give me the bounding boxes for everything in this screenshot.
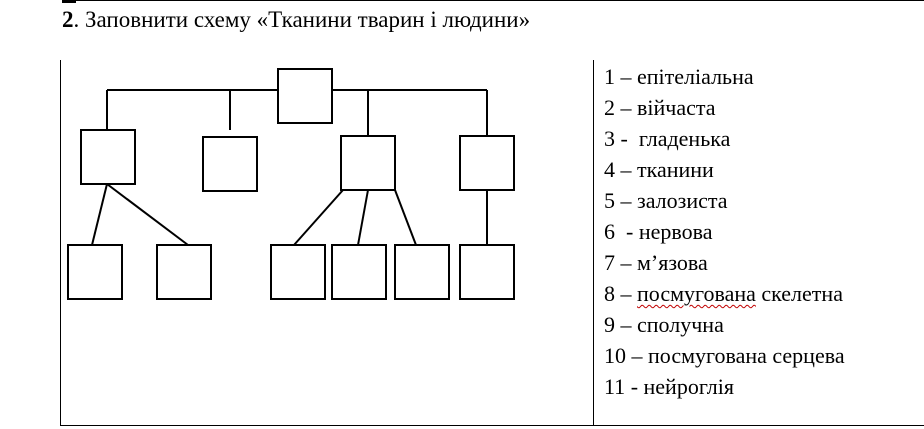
- legend-label-misspelled: посмугована: [637, 281, 756, 306]
- legend-label: війчаста: [637, 95, 716, 120]
- scheme-box-level2: [270, 244, 326, 300]
- legend-label: посмугована серцева: [648, 343, 845, 368]
- table-divider: [593, 60, 594, 426]
- legend-label: нервова: [638, 219, 713, 244]
- scheme-box-level2: [331, 244, 387, 300]
- legend-item: 7 – м’язова: [604, 250, 708, 275]
- legend-item: 6 - нервова: [604, 219, 713, 244]
- legend-label: нейроглія: [643, 374, 734, 399]
- legend-label: тканини: [637, 157, 714, 182]
- scheme-box-level2: [67, 244, 123, 300]
- legend-item: 2 – війчаста: [604, 95, 716, 120]
- legend-item: 1 – епітеліальна: [604, 64, 754, 89]
- legend-number: 2: [604, 95, 615, 120]
- connector-line: [91, 183, 108, 246]
- legend-number: 10: [604, 343, 626, 368]
- legend-number: 3: [604, 126, 615, 151]
- legend-number: 11: [604, 374, 626, 399]
- legend-label-suffix: скелетна: [755, 281, 843, 306]
- legend-item: 8 – посмугована скелетна: [604, 281, 843, 306]
- legend-item: 11 - нейроглія: [604, 374, 734, 399]
- legend-number: 4: [604, 157, 615, 182]
- connector-line: [357, 189, 369, 246]
- connector-line: [106, 183, 189, 246]
- legend-number: 7: [604, 250, 615, 275]
- legend-label: гладенька: [638, 126, 731, 151]
- legend-label: залозиста: [637, 188, 728, 213]
- scheme-box-level1: [459, 135, 515, 191]
- legend-item: 5 – залозиста: [604, 188, 728, 213]
- top-rule: [62, 0, 924, 1]
- legend-label: м’язова: [637, 250, 708, 275]
- connector-line: [293, 189, 344, 246]
- scheme-box-level1: [340, 135, 396, 191]
- legend-item: 3 - гладенька: [604, 126, 731, 151]
- task-title: 2. Заповнити схему «Тканини тварин і люд…: [62, 5, 530, 35]
- legend-number: 8: [604, 281, 615, 306]
- legend-list: 1 – епітеліальна 2 – війчаста 3 - гладен…: [604, 61, 845, 402]
- scheme-box-level2: [394, 244, 450, 300]
- scheme-box-level1: [80, 129, 136, 185]
- scheme-box-level2: [156, 244, 212, 300]
- legend-label: епітеліальна: [637, 64, 754, 89]
- legend-item: 10 – посмугована серцева: [604, 343, 845, 368]
- scheme-box-level2: [459, 244, 515, 300]
- legend-number: 1: [604, 64, 615, 89]
- task-number: 2: [62, 7, 74, 32]
- top-rule-mark: [62, 0, 76, 3]
- legend-item: 9 – сполучна: [604, 312, 724, 337]
- legend-number: 6: [604, 219, 615, 244]
- scheme-box-level1: [202, 136, 258, 192]
- scheme-box-root: [277, 68, 333, 124]
- connector-line: [394, 189, 417, 246]
- legend-item: 4 – тканини: [604, 157, 714, 182]
- legend-number: 9: [604, 312, 615, 337]
- legend-label: сполучна: [637, 312, 724, 337]
- task-text: . Заповнити схему «Тканини тварин і люди…: [73, 7, 531, 32]
- legend-number: 5: [604, 188, 615, 213]
- table-frame: [60, 60, 924, 426]
